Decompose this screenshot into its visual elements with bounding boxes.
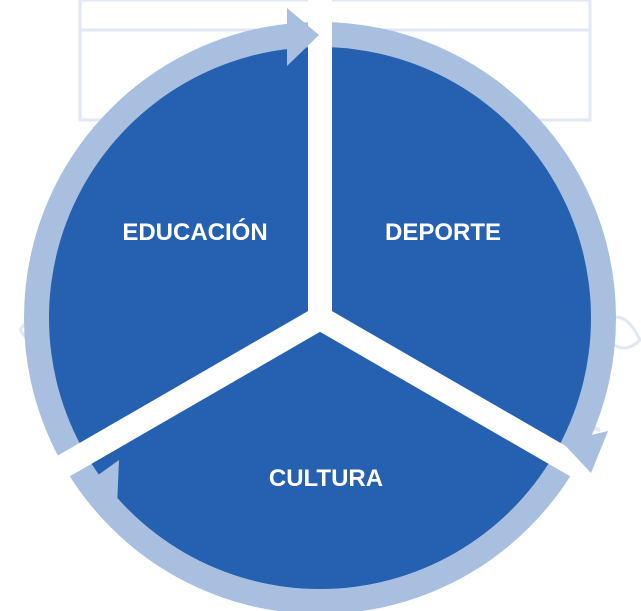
arrowheads: [80, 8, 608, 507]
separators: [23, 0, 617, 497]
segment-label-educacion: EDUCACIÓN: [122, 218, 267, 246]
arrowhead-right: [562, 431, 608, 473]
segment-label-cultura: CULTURA: [269, 465, 383, 492]
arrowhead-top: [287, 8, 319, 66]
arrowhead-left: [80, 460, 119, 507]
segment-label-deporte: DEPORTE: [385, 219, 501, 246]
